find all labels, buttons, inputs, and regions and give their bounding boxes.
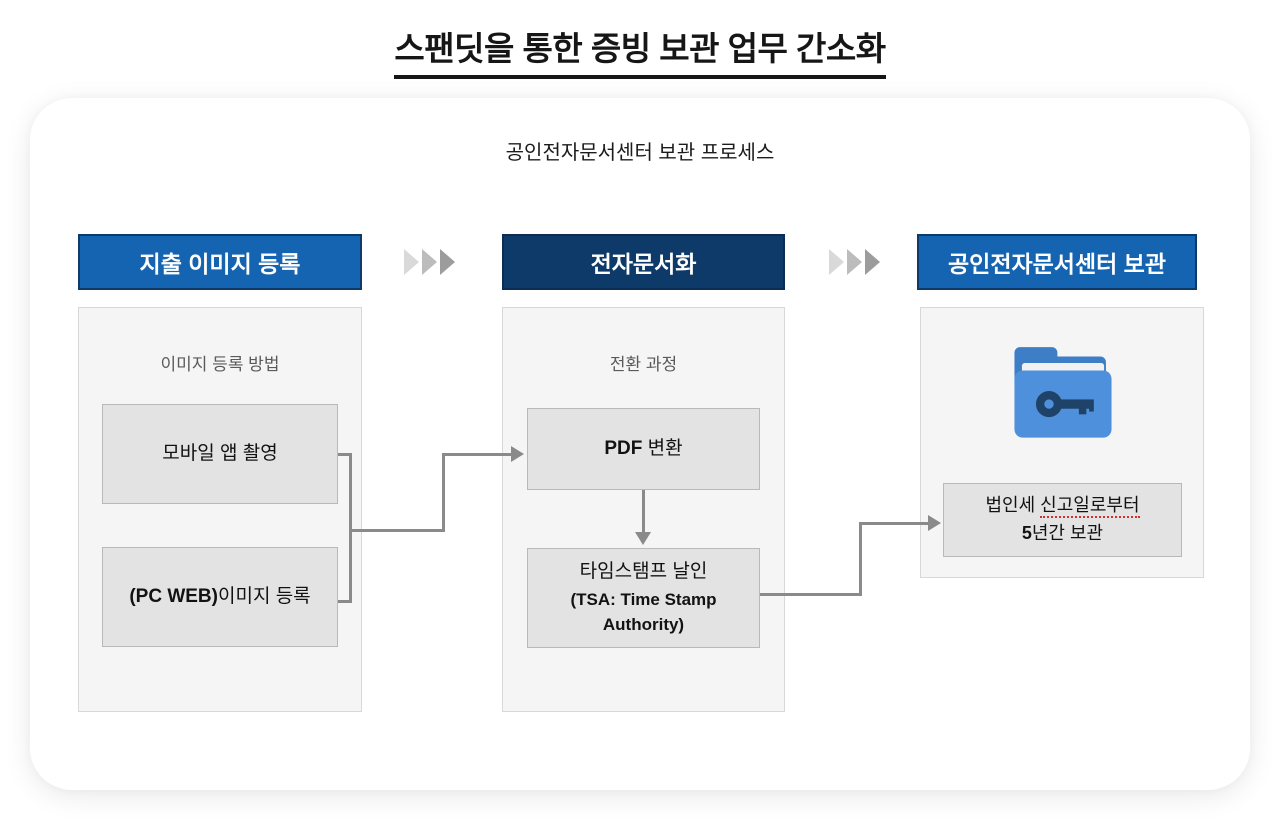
connector-line [349, 529, 445, 532]
triple-chevron-right-icon [829, 249, 880, 275]
node-label: 타임스탬프 날인 [579, 561, 708, 583]
node-label: PDF 변환 [604, 435, 682, 464]
panel-label: 전환 과정 [609, 355, 678, 374]
triple-chevron-right-icon [404, 249, 455, 275]
retention-rest: 년간 보관 [1031, 523, 1104, 543]
node-label-bold: PDF [604, 437, 643, 459]
connector-line [349, 453, 352, 603]
node-label-rest: 변환 [642, 437, 683, 459]
retention-years-number: 5 [1021, 523, 1032, 543]
panel-label: 이미지 등록 방법 [160, 355, 280, 374]
step-header-digitization: 전자문서화 [502, 234, 785, 290]
node-label-rest: 이미지 등록 [217, 585, 311, 607]
chevron-icon [847, 249, 862, 275]
page-title: 스팬딧을 통한 증빙 보관 업무 간소화 [0, 22, 1280, 79]
connector-line [760, 593, 862, 596]
arrowhead-right-icon [511, 446, 524, 462]
step-header-certified-storage: 공인전자문서센터 보관 [917, 234, 1197, 290]
page-title-text: 스팬딧을 통한 증빙 보관 업무 간소화 [394, 22, 886, 79]
node-label: 모바일 앱 촬영 [162, 442, 278, 464]
panel-image-upload: 이미지 등록 방법 [78, 307, 362, 712]
arrowhead-right-icon [928, 515, 941, 531]
node-pc-web-image-upload: (PC WEB)이미지 등록 [102, 547, 338, 647]
chevron-icon [404, 249, 419, 275]
node-timestamp-seal: 타임스탬프 날인 (TSA: Time Stamp Authority) [527, 548, 760, 648]
connector-line [859, 522, 929, 525]
connector-line [338, 600, 352, 603]
connector-line [642, 490, 645, 534]
connector-line [442, 453, 445, 532]
chevron-icon [422, 249, 437, 275]
node-mobile-app-capture: 모바일 앱 촬영 [102, 404, 338, 504]
retention-line2: 5년간 보관 [1022, 520, 1103, 548]
connector-line [442, 453, 512, 456]
node-label: (PC WEB)이미지 등록 [129, 583, 310, 612]
arrowhead-down-icon [635, 532, 651, 545]
node-pdf-conversion: PDF 변환 [527, 408, 760, 490]
step-header-image-upload: 지출 이미지 등록 [78, 234, 362, 290]
retention-prefix: 법인세 [985, 495, 1041, 516]
connector-line [859, 522, 862, 596]
card-subtitle: 공인전자문서센터 보관 프로세스 [505, 142, 775, 164]
node-label-en-line2: Authority) [602, 615, 685, 635]
retention-line1: 법인세 신고일로부터 [985, 492, 1140, 520]
node-retention-period: 법인세 신고일로부터 5년간 보관 [943, 483, 1182, 557]
node-label-en-line1: (TSA: Time Stamp [570, 589, 717, 609]
connector-line [338, 453, 352, 456]
folder-with-key-icon [1014, 347, 1112, 438]
retention-spellcheck-text: 신고일로부터 [1040, 495, 1140, 519]
chevron-icon [829, 249, 844, 275]
node-label-bold: (PC WEB) [129, 585, 218, 607]
chevron-icon [865, 249, 880, 275]
chevron-icon [440, 249, 455, 275]
